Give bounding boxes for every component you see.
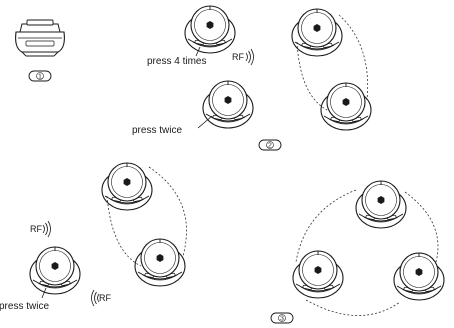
wireless-signal-icon xyxy=(245,48,254,66)
step-number-badge: 2 xyxy=(258,139,282,151)
link-path xyxy=(338,14,369,101)
sensor-device-icon xyxy=(29,246,81,295)
leader-line xyxy=(41,287,47,299)
hub-side-view xyxy=(15,19,65,57)
leader-line xyxy=(197,115,213,129)
rf-label: RF xyxy=(30,224,42,234)
step-number-badge: 3 xyxy=(270,312,294,324)
link-path xyxy=(305,299,401,316)
step-number: 3 xyxy=(280,315,284,322)
link-path xyxy=(295,189,357,263)
step-number-badge: 1 xyxy=(28,70,52,82)
sensor-device-icon xyxy=(355,180,407,229)
wireless-signal-icon xyxy=(42,220,51,238)
step-number: 1 xyxy=(38,73,42,80)
sensor-device-icon xyxy=(291,8,343,57)
press-twice-label: press twice xyxy=(132,125,182,136)
link-path xyxy=(296,41,328,111)
sensor-device-icon xyxy=(134,238,186,287)
sensor-device-icon xyxy=(184,5,236,54)
rf-label: RF xyxy=(99,293,111,303)
press-twice-label: press twice xyxy=(0,301,49,312)
sensor-device-icon xyxy=(202,80,254,129)
sensor-device-icon xyxy=(320,82,372,131)
sensor-device-icon xyxy=(101,162,153,211)
step-number: 2 xyxy=(268,142,272,149)
leader-line xyxy=(195,46,201,57)
rf-label: RF xyxy=(232,52,244,62)
link-path xyxy=(404,191,439,263)
wireless-signal-icon xyxy=(91,289,100,307)
sensor-device-icon xyxy=(292,250,344,299)
sensor-device-icon xyxy=(393,252,445,301)
press-4-times-label: press 4 times xyxy=(147,56,206,67)
